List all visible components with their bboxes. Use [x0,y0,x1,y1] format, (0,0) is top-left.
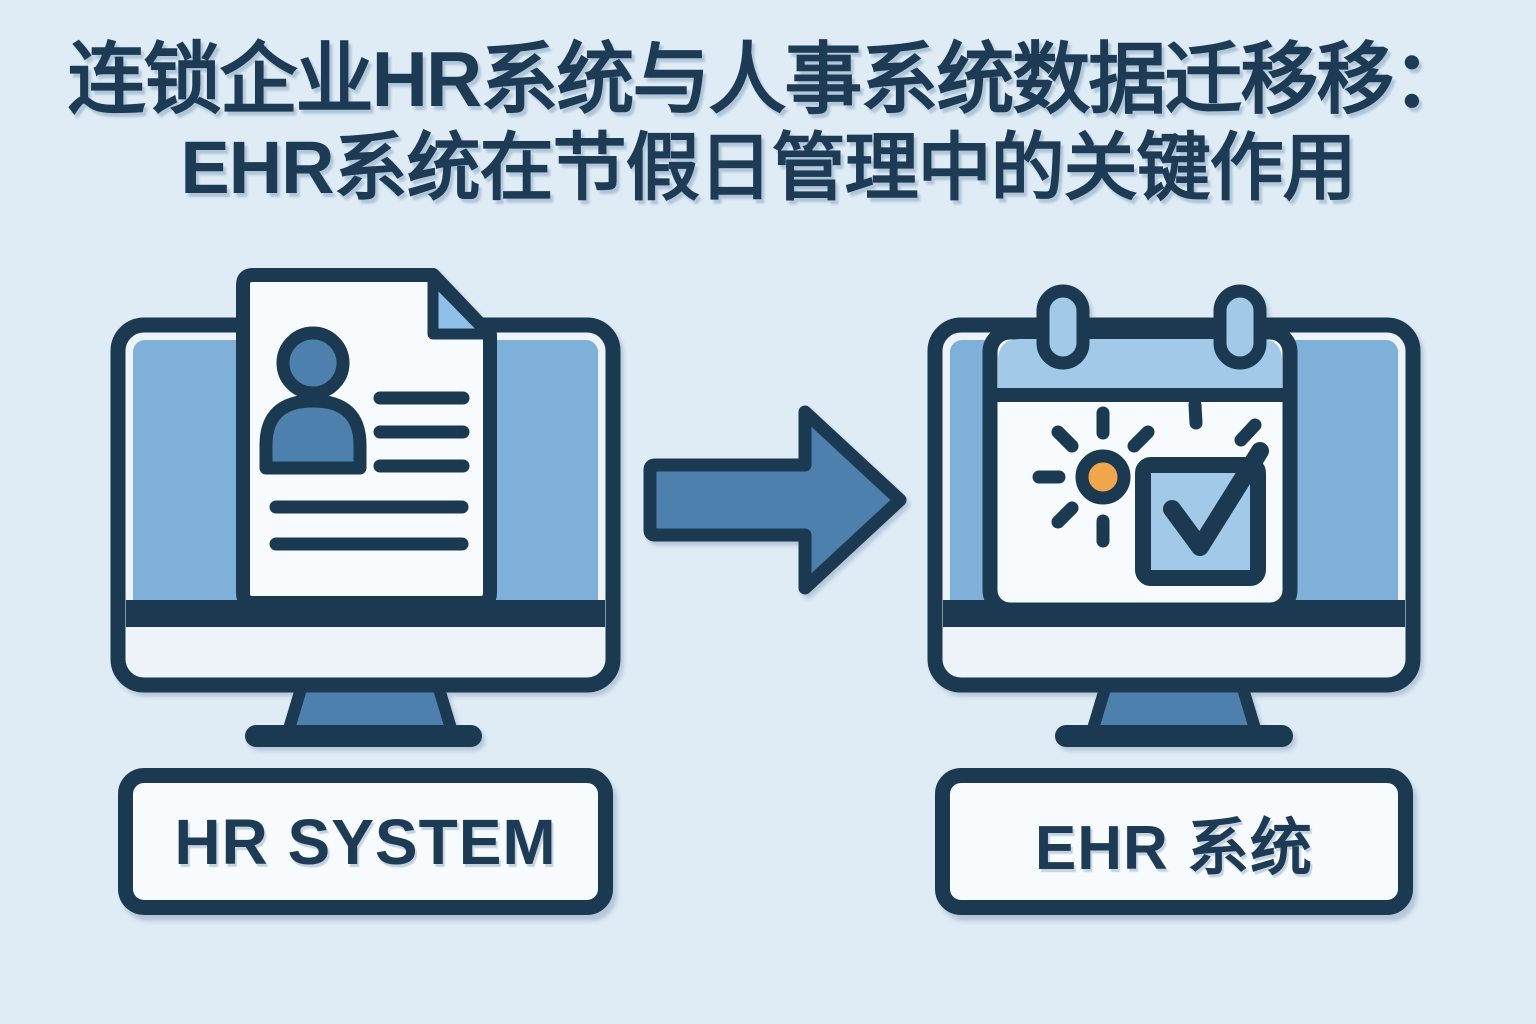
hr-system-illustration [110,268,621,747]
monitor-stand [245,676,482,747]
ehr-system-label: EHR 系统 [935,768,1413,915]
title-line-1: 连锁企业HR系统与人事系统数据迁移移： [67,35,1471,123]
title-line-2: EHR系统在节假日管理中的关键作用 [180,126,1356,210]
ehr-system-illustration [927,284,1421,747]
page-title: 连锁企业HR系统与人事系统数据迁移移： EHR系统在节假日管理中的关键作用 [0,35,1536,210]
checkbox-checked-icon [1135,442,1269,586]
person-icon [259,326,367,475]
arrow-right-icon [643,405,907,595]
sun-rays [1032,406,1155,548]
document-icon [236,268,497,610]
page-fold-icon [427,272,494,340]
checkmark-icon [1163,442,1269,556]
monitor-base [245,725,482,747]
monitor-base [1055,725,1293,747]
calendar-rings-icon [1036,284,1267,370]
calendar-divider [991,388,1289,402]
sun-icon [1032,406,1155,548]
ehr-system-label-text: EHR 系统 [1034,813,1314,883]
document-text-lines [269,391,470,551]
hr-system-label-text: HR SYSTEM [174,805,557,878]
hr-system-label: HR SYSTEM [118,768,613,915]
calendar-icon [982,284,1298,618]
sparkle-dash-icon [1188,398,1262,447]
